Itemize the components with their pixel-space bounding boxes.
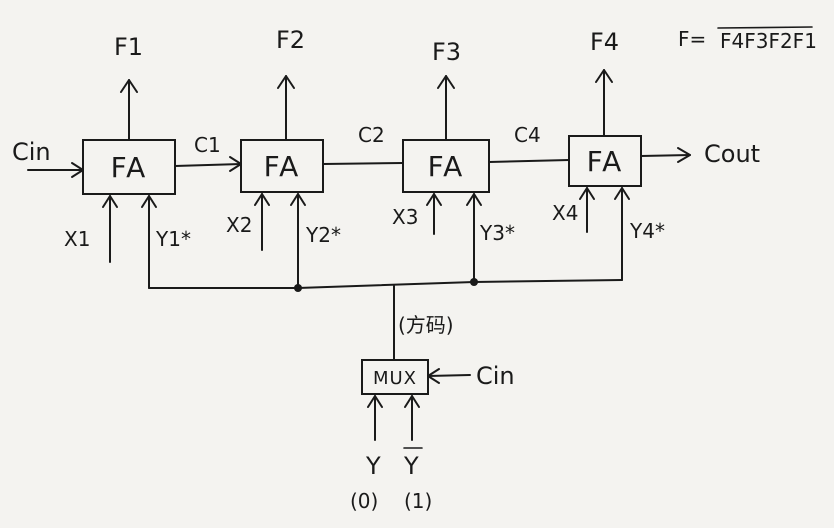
x-input-arrow-4 (579, 187, 595, 233)
y-label-4: Y4* (629, 219, 665, 243)
mux-input-y-label: Y (365, 452, 381, 480)
fa-1-label: FA (111, 151, 148, 184)
y-bus-line (148, 279, 623, 289)
x-label-1: X1 (64, 227, 90, 251)
mux-input-y-arrow (367, 395, 383, 441)
carry-c1-arrow (174, 156, 242, 172)
output-arrow-f3 (437, 75, 455, 141)
bus-junction-2 (470, 278, 478, 286)
output-label-f1: F1 (114, 33, 143, 61)
mux-input-ybar-arrow (404, 395, 420, 441)
fa-2-label: FA (264, 150, 301, 183)
mux-code-0-label: (0) (350, 489, 378, 513)
fa-3-label: FA (428, 150, 465, 183)
y-input-arrow-1 (141, 195, 157, 289)
carry-c4-arrow (488, 159, 570, 163)
fa-2-box (240, 139, 324, 193)
output-arrow-f4 (595, 69, 613, 137)
y-label-2: Y2* (305, 223, 341, 247)
formula-lhs: F= (678, 27, 706, 51)
formula-overbar (717, 26, 813, 29)
output-arrow-f1 (120, 79, 138, 141)
mux-code-1-label: (1) (404, 489, 432, 513)
output-formula: F= F4F3F2F1 (678, 26, 817, 53)
output-label-f2: F2 (276, 26, 305, 54)
y-label-3: Y3* (479, 221, 515, 245)
x-input-arrow-1 (102, 195, 118, 263)
output-label-f4: F4 (590, 28, 619, 56)
carry-out-arrow (640, 147, 691, 163)
carry-c4-label: C4 (514, 123, 541, 147)
bus-junction-1 (294, 284, 302, 292)
mux-note-label: (方码) (398, 313, 454, 337)
output-arrow-f2 (277, 75, 295, 141)
y-input-arrow-2 (290, 193, 306, 289)
x-input-arrow-3 (426, 193, 442, 235)
y-input-arrow-3 (466, 193, 482, 283)
mux-input-ybar-label: Y (403, 452, 419, 480)
x-label-2: X2 (226, 213, 252, 237)
output-label-f3: F3 (432, 38, 461, 66)
fa-4-label: FA (587, 145, 624, 178)
carry-c2-arrow (322, 162, 404, 165)
mux-select-arrow (427, 368, 471, 384)
carry-out-label: Cout (704, 140, 760, 168)
mux-select-label: Cin (476, 362, 515, 390)
x-label-3: X3 (392, 205, 418, 229)
carry-c2-label: C2 (358, 123, 385, 147)
y-input-arrow-4 (614, 187, 630, 281)
mux-label: MUX (373, 368, 417, 389)
carry-in-label: Cin (12, 138, 51, 166)
carry-in-arrow (27, 162, 84, 178)
x-label-4: X4 (552, 201, 578, 225)
carry-c1-label: C1 (194, 133, 221, 157)
formula-rhs: F4F3F2F1 (720, 29, 817, 53)
x-input-arrow-2 (254, 193, 270, 251)
y-label-1: Y1* (155, 227, 191, 251)
